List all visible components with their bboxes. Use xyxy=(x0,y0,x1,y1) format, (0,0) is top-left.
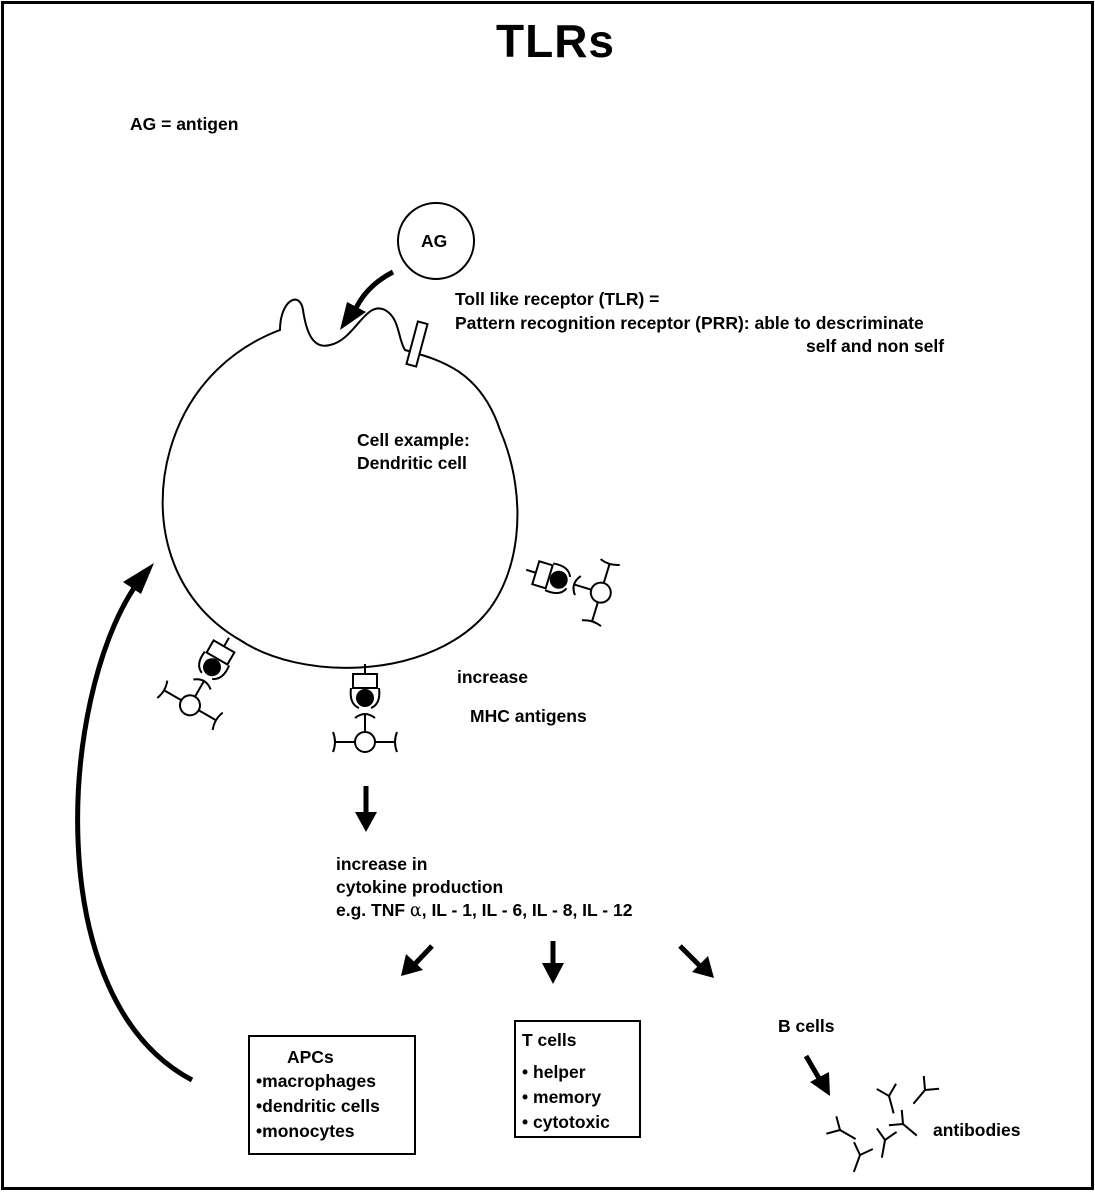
mhc-complex-right xyxy=(515,538,621,628)
mhc-antigens-label: MHC antigens xyxy=(470,706,587,726)
apcs-heading: APCs xyxy=(287,1047,334,1067)
tcells-item-label: memory xyxy=(533,1087,602,1107)
mhc-increase-label: increase xyxy=(457,667,529,687)
bullet-icon: • xyxy=(522,1062,529,1082)
antibody-3 xyxy=(904,1074,941,1112)
antibodies-label: antibodies xyxy=(933,1120,1021,1140)
cytokine-example-suffix: , IL - 1, IL - 6, IL - 8, IL - 12 xyxy=(421,900,633,920)
cell-label-line2: Dendritic cell xyxy=(357,453,467,473)
bullet-icon: • xyxy=(256,1121,263,1141)
antigen-circle xyxy=(397,202,475,280)
alpha-symbol: α xyxy=(409,901,422,921)
apcs-box: APCs •macrophages •dendritic cells •mono… xyxy=(248,1035,416,1155)
tlr-label-line2: Pattern recognition receptor (PRR): able… xyxy=(455,313,924,333)
tcells-item: • helper xyxy=(522,1060,586,1085)
cytokine-example-prefix: e.g. TNF xyxy=(336,900,410,920)
arrow-to-tcells xyxy=(542,963,564,984)
cell-label-line1: Cell example: xyxy=(357,430,470,450)
legend-antigen: AG = antigen xyxy=(130,114,239,134)
tcells-item-label: helper xyxy=(533,1062,586,1082)
feedback-arrow xyxy=(75,586,194,1083)
tcells-item-label: cytotoxic xyxy=(533,1112,610,1132)
bullet-icon: • xyxy=(256,1096,263,1116)
mhc-complex-bottom xyxy=(332,663,398,753)
antibody-1 xyxy=(875,1082,905,1117)
bullet-icon: • xyxy=(522,1087,529,1107)
apcs-item-label: macrophages xyxy=(262,1071,376,1091)
tlr-label-line1: Toll like receptor (TLR) = xyxy=(455,289,660,309)
cytokine-line1: increase in xyxy=(336,854,428,874)
bullet-icon: • xyxy=(256,1071,263,1091)
cytokine-line2: cytokine production xyxy=(336,877,504,897)
antibody-6 xyxy=(843,1141,874,1177)
arrow-to-bcells xyxy=(692,956,714,978)
apcs-item-label: monocytes xyxy=(262,1121,355,1141)
apcs-item: •macrophages xyxy=(256,1069,376,1094)
arrow-to-cytokines xyxy=(355,812,377,832)
antigen-label: AG xyxy=(421,231,448,251)
antibody-4 xyxy=(887,1108,925,1145)
bcells-label: B cells xyxy=(778,1016,835,1036)
arrow-bcells-to-antibodies xyxy=(810,1072,830,1096)
antibody-2 xyxy=(871,1127,898,1161)
tlr-receptor xyxy=(405,320,429,368)
tcells-item: • cytotoxic xyxy=(522,1110,610,1135)
tcells-heading: T cells xyxy=(522,1030,577,1050)
arrow-to-apcs xyxy=(401,954,423,976)
bullet-icon: • xyxy=(522,1112,529,1132)
apcs-item-label: dendritic cells xyxy=(262,1096,380,1116)
tcells-box: T cells • helper • memory • cytotoxic xyxy=(514,1020,641,1138)
apcs-item: •dendritic cells xyxy=(256,1094,380,1119)
tcells-item: • memory xyxy=(522,1085,601,1110)
dendritic-cell-outline xyxy=(161,298,519,669)
tlr-label-line3: self and non self xyxy=(806,336,945,356)
cytokine-line3: e.g. TNF α, IL - 1, IL - 6, IL - 8, IL -… xyxy=(336,900,632,921)
diagram-title: TLRs xyxy=(496,15,615,67)
apcs-item: •monocytes xyxy=(256,1119,355,1144)
